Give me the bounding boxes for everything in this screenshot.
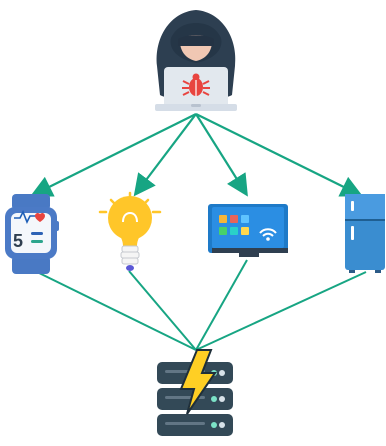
bug-icon: [182, 73, 210, 96]
arrow-attacker-to-tv: [195, 113, 248, 197]
line-tv-to-server: [195, 259, 248, 351]
lightbulb-icon: [98, 191, 162, 271]
arrow-attacker-to-bulb: [133, 113, 197, 197]
arrow-attacker-to-watch: [30, 113, 197, 197]
smartwatch-icon: 5: [5, 194, 59, 274]
server-lightning-icon: [157, 349, 233, 436]
line-bulb-to-server: [128, 270, 197, 351]
refrigerator-icon: [345, 194, 385, 273]
connection-lines: [30, 113, 367, 351]
line-watch-to-server: [32, 269, 197, 351]
arrow-attacker-to-fridge: [195, 113, 363, 197]
watch-display-value: 5: [13, 231, 23, 251]
smart-tv-icon: [208, 204, 288, 257]
lightning-bolt-icon: [179, 349, 217, 415]
hacker-laptop-icon: [155, 10, 237, 111]
line-fridge-to-server: [195, 271, 367, 351]
